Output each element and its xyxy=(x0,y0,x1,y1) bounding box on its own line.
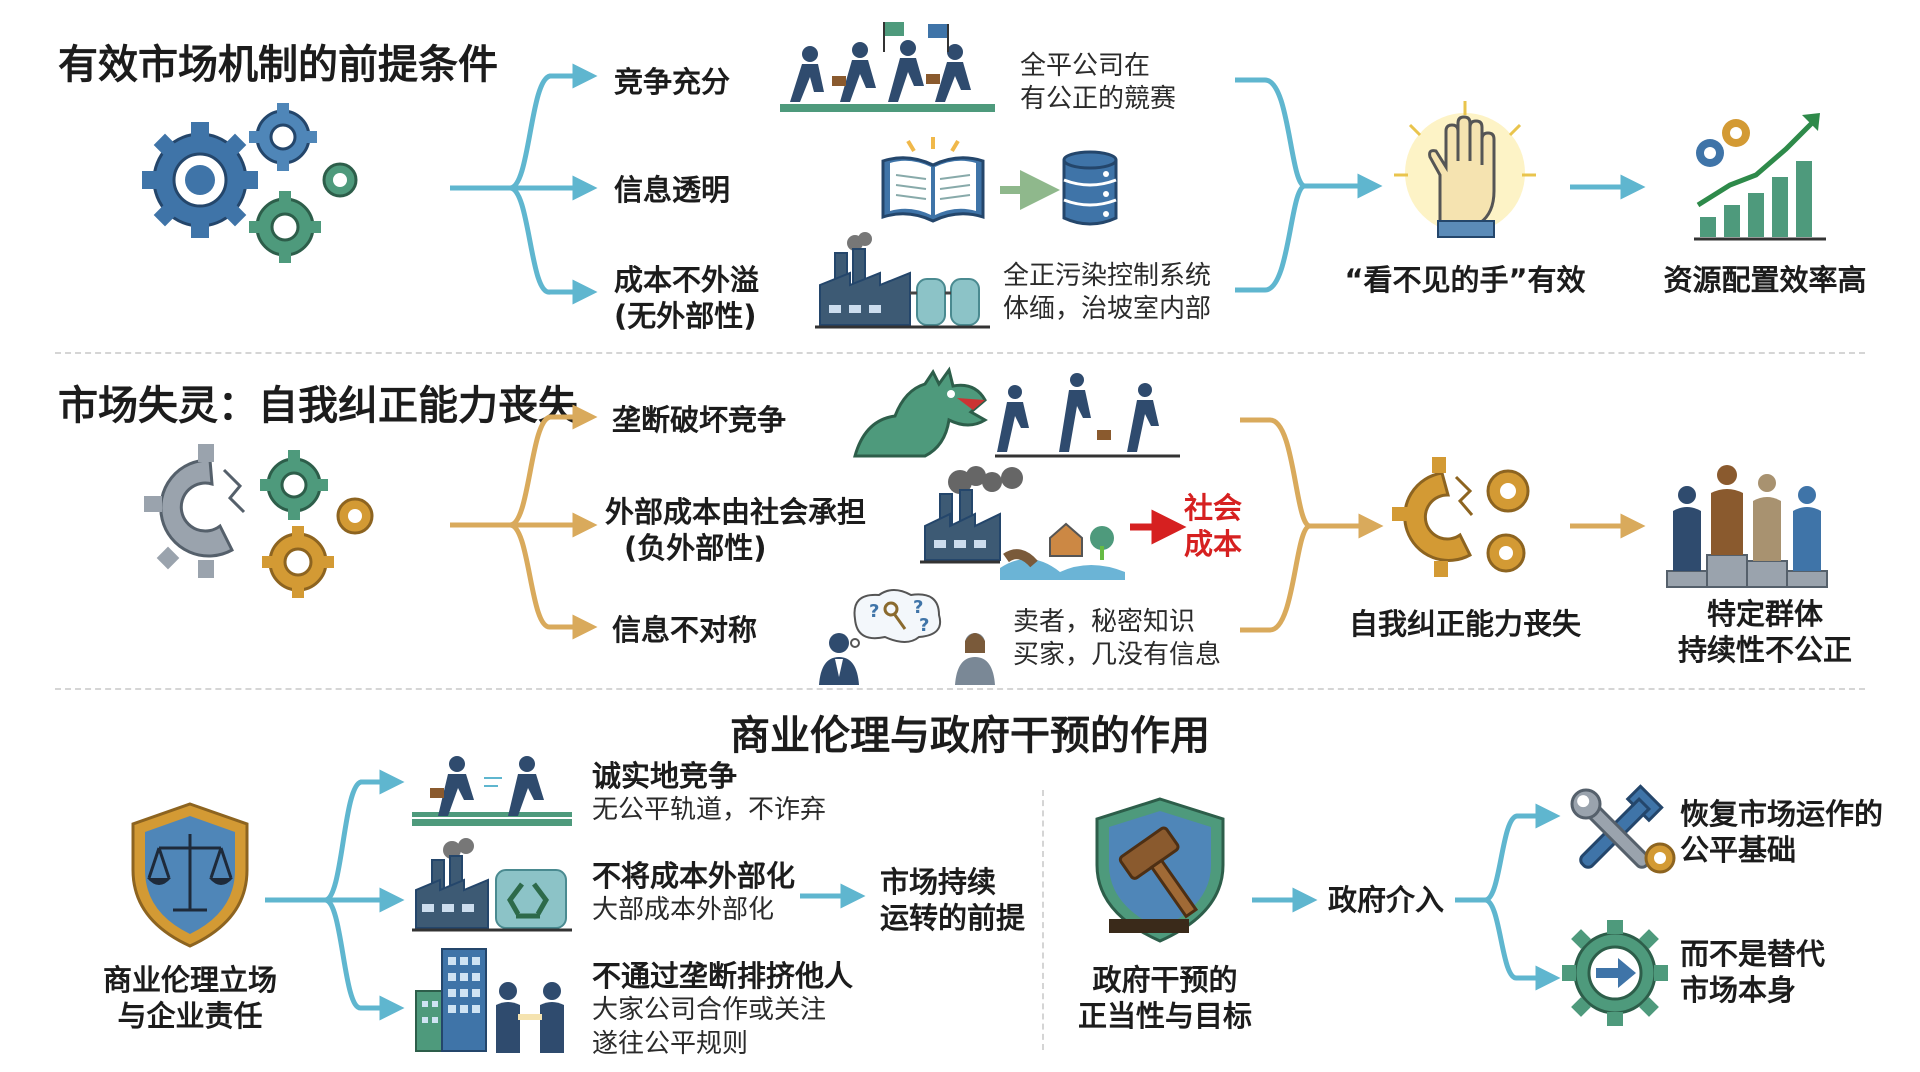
polluting-factory-icon xyxy=(920,466,1125,580)
svg-text:?: ? xyxy=(919,615,929,636)
result-arrow-1 xyxy=(1570,174,1646,200)
open-book-icon xyxy=(881,137,985,223)
condition-transparency-label: 信息透明 xyxy=(614,173,731,207)
competition-note-1: 全平公司在 xyxy=(1020,51,1151,81)
wrench-gear-icon xyxy=(1570,784,1676,874)
growth-chart-icon xyxy=(1694,113,1826,241)
gavel-shield-icon xyxy=(1095,797,1225,943)
result-arrow-2 xyxy=(1570,513,1646,539)
ethics-label-1: 商业伦理立场 xyxy=(102,963,277,997)
recycling-factory-icon xyxy=(412,838,572,932)
buyer-note: 买家，几没有信息 xyxy=(1013,640,1222,670)
branch-arrow-4 xyxy=(1455,803,1561,991)
svg-text:?: ? xyxy=(913,597,923,618)
unequal-groups-icon xyxy=(1666,465,1828,588)
section-divider-1 xyxy=(55,352,1865,354)
efficiency-label: 资源配置效率高 xyxy=(1663,263,1867,297)
monopoly-label: 垄断破坏竞争 xyxy=(612,403,787,437)
runners-icon xyxy=(780,22,995,112)
honest-competition-icon xyxy=(412,756,572,826)
self-correction-lost-label: 自我纠正能力丧失 xyxy=(1348,607,1581,641)
invisible-hand-label: “看不见的手”有效 xyxy=(1344,263,1586,297)
social-cost-arrow xyxy=(1130,509,1187,545)
branch-arrow-1 xyxy=(450,63,598,305)
merge-arrow-1 xyxy=(1235,77,1383,293)
social-cost-tag-1: 社会 xyxy=(1184,491,1243,525)
honest-competition-detail: 无公平轨道，不诈弃 xyxy=(592,795,827,825)
gov-legitimacy-label-1: 政府干预的 xyxy=(1092,963,1238,997)
premise-arrow xyxy=(800,883,866,909)
no-monopoly-detail-2: 遂往公平规则 xyxy=(592,1029,749,1059)
section3-divider xyxy=(1042,790,1044,1050)
info-asymmetry-label: 信息不对称 xyxy=(612,613,758,647)
injustice-label-1: 特定群体 xyxy=(1706,597,1823,631)
no-monopoly-detail-1: 大家公司合作或关注 xyxy=(592,995,827,1025)
not-replace-label-1: 而不是替代 xyxy=(1680,937,1826,971)
monopoly-monster-icon xyxy=(853,366,1180,458)
branch-arrow-2 xyxy=(450,404,598,640)
database-icon xyxy=(1062,150,1118,226)
no-externalize-title: 不将成本外部化 xyxy=(592,859,796,893)
competition-note-2: 有公正的競赛 xyxy=(1020,84,1177,114)
honest-competition-title: 诚实地竞争 xyxy=(592,759,738,793)
factory-icon xyxy=(815,232,990,329)
no-monopoly-title: 不通过垄断排挤他人 xyxy=(592,959,854,993)
branch-arrow-3 xyxy=(265,769,405,1021)
negative-externality-label-2: (负外部性) xyxy=(624,531,767,565)
not-replace-label-2: 市场本身 xyxy=(1680,973,1797,1007)
gears-icon xyxy=(142,103,358,263)
ethics-label-2: 与企业责任 xyxy=(117,999,263,1033)
no-externalize-detail: 大部成本外部化 xyxy=(592,895,775,925)
svg-text:?: ? xyxy=(869,601,879,622)
merge-arrow-2 xyxy=(1240,417,1384,633)
invisible-hand-icon xyxy=(1394,101,1536,238)
gear-arrow-icon xyxy=(1562,920,1668,1026)
restore-fairness-label-1: 恢复市场运作的 xyxy=(1680,797,1884,831)
section2-title: 市场失灵：自我纠正能力丧失 xyxy=(58,383,578,429)
externality-note-2: 体缅，治坡室内部 xyxy=(1003,294,1212,324)
social-cost-tag-2: 成本 xyxy=(1184,527,1243,561)
negative-externality-label-1: 外部成本由社会承担 xyxy=(605,495,867,529)
injustice-label-2: 持续性不公正 xyxy=(1677,633,1852,667)
restore-fairness-label-2: 公平基础 xyxy=(1680,833,1797,867)
intervention-arrow xyxy=(1252,887,1318,913)
premise-label-1: 市场持续 xyxy=(880,865,997,899)
scales-shield-icon xyxy=(131,802,249,948)
section3-title: 商业伦理与政府干预的作用 xyxy=(730,713,1210,759)
condition-no-externality-label-1: 成本不外溢 xyxy=(614,263,760,297)
gov-legitimacy-label-2: 正当性与目标 xyxy=(1077,999,1252,1033)
intervention-label: 政府介入 xyxy=(1328,883,1445,917)
seller-note: 卖者，秘密知识 xyxy=(1013,607,1196,637)
broken-gear-icon xyxy=(1392,457,1530,577)
condition-competition-label: 竞争充分 xyxy=(614,65,731,99)
section-divider-2 xyxy=(55,688,1865,690)
handshake-building-icon xyxy=(415,948,564,1053)
condition-no-externality-label-2: (无外部性) xyxy=(614,299,757,333)
externality-note-1: 全正污染控制系统 xyxy=(1003,261,1212,291)
info-asymmetry-icon: ??? xyxy=(819,589,995,685)
broken-gears-icon xyxy=(144,444,374,598)
section1-title: 有效市场机制的前提条件 xyxy=(58,42,498,88)
info-flow-arrow xyxy=(1000,170,1060,210)
premise-label-2: 运转的前提 xyxy=(880,901,1026,935)
